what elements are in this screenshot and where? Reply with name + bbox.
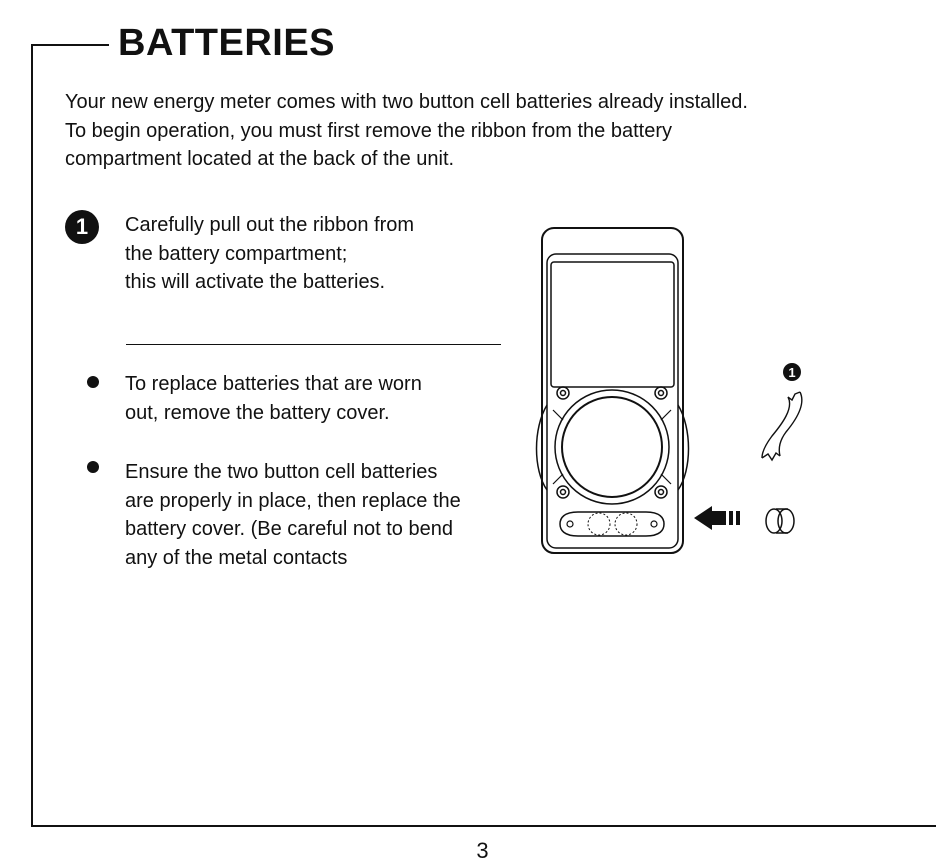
meter-top-window	[550, 261, 675, 388]
screws	[556, 386, 668, 499]
right-side-bulge	[677, 404, 690, 491]
meter-body-outline	[541, 227, 684, 554]
intro-paragraph: Your new energy meter comes with two but…	[65, 91, 748, 170]
divider-line	[126, 344, 501, 345]
step-instruction: Carefully pull out the ribbon from the b…	[125, 214, 415, 293]
ribbon-icon	[761, 391, 803, 462]
frame-top-line	[31, 44, 109, 46]
bullet-dot	[87, 376, 99, 388]
left-side-bulge	[535, 404, 548, 491]
inner-ring	[561, 396, 663, 498]
bullet-dot	[87, 461, 99, 473]
insert-arrow-icon	[694, 506, 740, 530]
callout-badge	[783, 363, 801, 381]
page-number: 3	[476, 838, 489, 863]
bullet-item-ensure: Ensure the two button cell batteries are…	[125, 461, 461, 569]
step-number-badge: 1	[65, 210, 99, 244]
button-cell-batteries	[765, 508, 795, 534]
section-title: BATTERIES	[118, 22, 336, 64]
outer-ring	[554, 389, 670, 505]
battery-cover-outline	[559, 511, 665, 537]
frame-left-line	[31, 44, 33, 827]
battery-slot-right	[614, 512, 638, 536]
bullet-item-replace: To replace batteries that are worn out, …	[125, 373, 422, 424]
battery-slot-left	[587, 512, 611, 536]
callout-number: 1	[788, 365, 795, 380]
frame-bottom-line	[31, 825, 936, 827]
meter-face-panel	[546, 253, 679, 549]
